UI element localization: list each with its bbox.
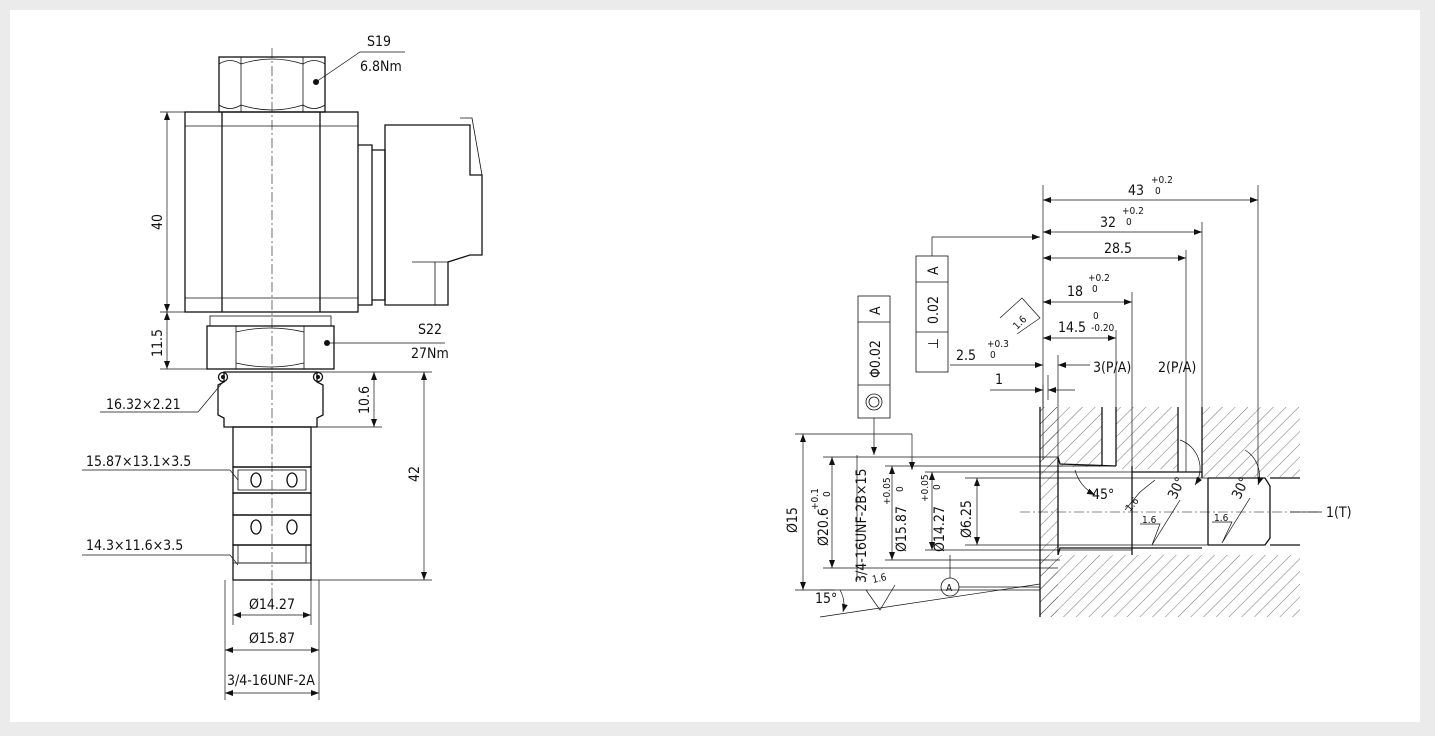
dia-14-27-tol-lower: 0	[932, 484, 943, 490]
cartridge-body	[217, 371, 324, 581]
roughness-step2: 1.6	[1142, 515, 1157, 526]
cavity-section-view: 1(T) 43 +0.2 0 32 +0.2 0 28.5 18 +0.2 0 …	[785, 175, 1352, 618]
dia-15-87-label: Ø15.87	[249, 631, 295, 647]
top-nut-torque-label: 6.8Nm	[360, 59, 402, 75]
oring-3-label: 14.3×11.6×3.5	[86, 538, 183, 554]
oring-2-label: 15.87×13.1×3.5	[86, 454, 191, 470]
mid-nut-torque-label: 27Nm	[411, 346, 449, 362]
hatch-top-2	[1116, 407, 1178, 469]
dim-18-tol-lower: 0	[1092, 284, 1098, 295]
roughness-step1: 1.6	[1124, 496, 1142, 514]
thread-ext-label: 3/4-16UNF-2A	[227, 673, 315, 689]
hatch-bottom	[1040, 555, 1300, 617]
fcf-perp-datum: A	[926, 266, 942, 275]
oring-1-label: 16.32×2.21	[106, 397, 181, 413]
dim-18: 18	[1067, 284, 1083, 300]
technical-drawing: S19 6.8Nm 40 11.5 S22 27Nm 16.32×2.21 15…	[82, 34, 1352, 700]
dim-2-5-tol-upper: +0.3	[987, 339, 1009, 350]
angle-30-a: 30°	[1165, 475, 1189, 502]
port-2-label: 2(P/A)	[1158, 360, 1196, 376]
dia-20-6-tol-lower: 0	[822, 491, 833, 497]
dia-15-87-tol-upper: +0.05	[882, 477, 893, 505]
dia-14-27-tol-upper: +0.05	[920, 474, 931, 502]
fcf-perpendicularity: ⊥ 0.02 A	[915, 234, 1040, 373]
dim-14-5-tol-upper: 0	[1093, 311, 1099, 322]
dia-20-6: Ø20.6	[816, 508, 832, 546]
hatch-top-3	[1202, 407, 1300, 477]
dim-2-5-tol-lower: 0	[990, 350, 996, 361]
coil-height-dim: 40	[150, 214, 166, 230]
angle-45: 45°	[1092, 487, 1114, 503]
roughness-step3: 1.6	[1214, 513, 1229, 524]
fcf-conc-datum: A	[868, 306, 884, 315]
roughness-top: 1.6	[1011, 314, 1029, 332]
dim-43-tol-lower: 0	[1155, 186, 1161, 197]
dim-14-5: 14.5	[1058, 320, 1086, 336]
oring-left	[217, 371, 229, 383]
angle-30-b: 30°	[1229, 475, 1253, 502]
dim-42: 42	[407, 466, 423, 482]
dim-32-tol-lower: 0	[1126, 217, 1132, 228]
fcf-concentricity: Φ0.02 A	[857, 295, 891, 455]
mid-hex-nut	[206, 315, 335, 370]
dia-15-87-tol-lower: 0	[895, 486, 906, 492]
dia-6-25: Ø6.25	[959, 500, 975, 538]
dia-15: Ø15	[785, 507, 801, 533]
electrical-connector	[358, 117, 483, 306]
roughness-bottom: 1.6	[871, 572, 888, 586]
port-3-label: 3(P/A)	[1093, 360, 1131, 376]
port-1-label: 1(T)	[1326, 505, 1352, 521]
dim-10-6: 10.6	[357, 386, 373, 414]
thread-int-label: 3/4-16UNF-2B×15	[854, 468, 870, 583]
datum-a-label: A	[946, 583, 953, 594]
dim-1: 1	[995, 372, 1003, 388]
dim-14-5-tol-lower: -0.20	[1091, 323, 1115, 334]
angle-15: 15°	[815, 591, 837, 607]
dim-2-5: 2.5	[956, 348, 976, 364]
dia-20-6-tol-upper: +0.1	[810, 488, 821, 510]
fcf-conc-value: Φ0.02	[868, 340, 884, 378]
dim-18-tol-upper: +0.2	[1088, 273, 1110, 284]
top-nut-size-label: S19	[367, 34, 391, 50]
drawing-frame: S19 6.8Nm 40 11.5 S22 27Nm 16.32×2.21 15…	[10, 10, 1420, 722]
dia-15-87: Ø15.87	[894, 506, 910, 552]
fcf-perp-value: 0.02	[926, 296, 942, 324]
dim-43-tol-upper: +0.2	[1151, 175, 1173, 186]
nut-height-dim: 11.5	[150, 329, 166, 357]
dim-32: 32	[1100, 215, 1116, 231]
dim-28-5: 28.5	[1104, 241, 1132, 257]
dim-32-tol-upper: +0.2	[1122, 206, 1144, 217]
oring-right	[312, 371, 324, 383]
fcf-perp-symbol: ⊥	[926, 338, 942, 349]
dia-14-27: Ø14.27	[932, 506, 948, 552]
dim-43: 43	[1128, 183, 1144, 199]
valve-side-view: S19 6.8Nm 40 11.5 S22 27Nm 16.32×2.21 15…	[82, 34, 483, 700]
solenoid-coil	[184, 111, 359, 313]
dia-14-27-label: Ø14.27	[249, 597, 295, 613]
mid-nut-size-label: S22	[418, 322, 442, 338]
